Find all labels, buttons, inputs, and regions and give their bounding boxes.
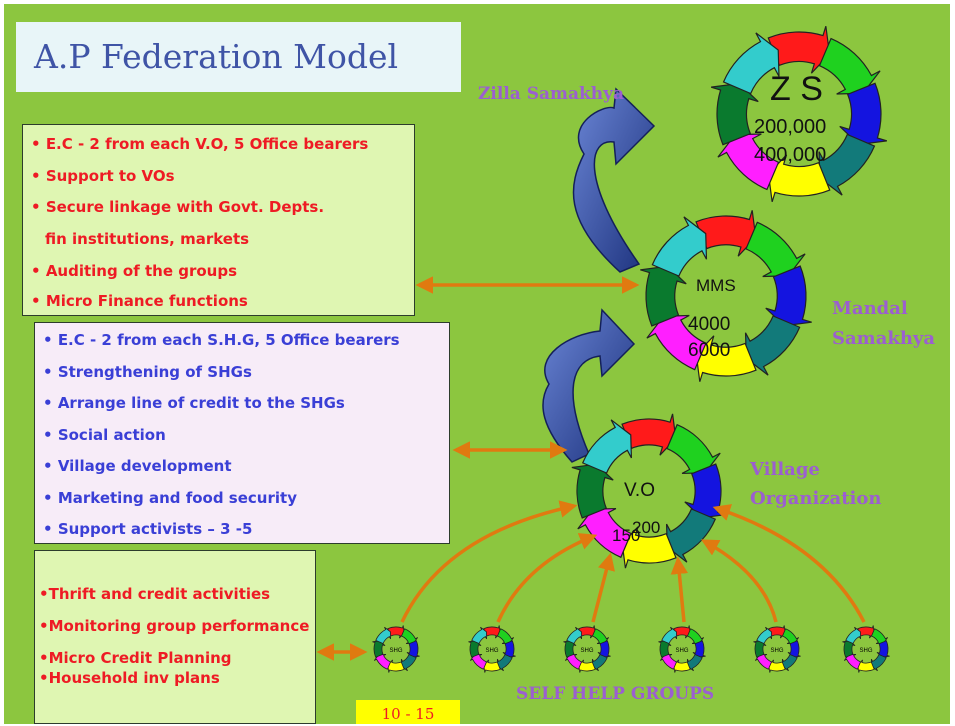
ring-segment bbox=[722, 32, 780, 95]
vo-ring-abbr: V.O bbox=[624, 480, 655, 501]
shg-ring-icon bbox=[658, 625, 706, 673]
zs-ring-icon bbox=[710, 25, 888, 203]
mms-count-2: 6000 bbox=[688, 340, 731, 361]
shg-to-vo-arrow bbox=[496, 533, 598, 623]
zs-functions-panel: • E.C - 2 from each V.O, 5 Office bearer… bbox=[22, 124, 415, 316]
shg-to-vo-arrow bbox=[670, 556, 689, 623]
list-item: • Secure linkage with Govt. Depts. bbox=[31, 198, 325, 216]
list-item: fin institutions, markets bbox=[45, 230, 250, 248]
shg-to-vo-arrow bbox=[591, 552, 615, 623]
village-organization-label-line1: Village bbox=[750, 459, 820, 480]
shg-ring-abbr: SHG bbox=[580, 648, 593, 654]
shg-ring-icon bbox=[842, 625, 890, 673]
list-item: • E.C - 2 from each V.O, 5 Office bearer… bbox=[31, 135, 369, 153]
village-organization-label-line2: Organization bbox=[750, 488, 882, 509]
list-item: •Micro Credit Planning bbox=[39, 649, 232, 667]
ring-segment bbox=[756, 626, 773, 645]
page-title: A.P Federation Model bbox=[16, 22, 461, 92]
vo-ring-icon bbox=[571, 413, 727, 569]
list-item: •Thrift and credit activities bbox=[39, 585, 271, 603]
shg-ring-icon bbox=[468, 625, 516, 673]
list-item: • Arrange line of credit to the SHGs bbox=[43, 394, 345, 412]
ring-segment bbox=[695, 210, 757, 257]
mandal-samakhya-label-line2: Samakhya bbox=[832, 328, 936, 349]
shg-ring-abbr: SHG bbox=[675, 648, 688, 654]
ring-segment bbox=[845, 626, 862, 645]
mms-ring-abbr: MMS bbox=[696, 276, 736, 295]
zs-count-1: 200,000 bbox=[754, 116, 827, 138]
list-item: • Marketing and food security bbox=[43, 489, 297, 507]
ring-segment bbox=[744, 315, 801, 376]
list-item: • Auditing of the groups bbox=[31, 262, 238, 280]
ring-segment bbox=[651, 216, 708, 277]
zs-count-2: 400,000 bbox=[754, 144, 827, 166]
ring-segment bbox=[745, 221, 806, 278]
mandal-samakhya-label-line1: Mandal bbox=[832, 298, 908, 319]
shg-ring-abbr: SHG bbox=[389, 648, 402, 654]
ring-segment bbox=[710, 82, 759, 146]
ring-segment bbox=[839, 82, 888, 146]
ring-segment bbox=[717, 133, 780, 191]
ring-segment bbox=[471, 626, 488, 645]
shg-ring-abbr: SHG bbox=[485, 648, 498, 654]
list-item: •Monitoring group performance bbox=[39, 617, 310, 635]
shg-ring-abbr: SHG bbox=[859, 648, 872, 654]
shg-functions-panel: •Thrift and credit activities •Monitorin… bbox=[34, 550, 316, 724]
self-help-groups-label: SELF HELP GROUPS bbox=[516, 684, 715, 704]
shg-to-vo-arrow bbox=[712, 504, 866, 623]
zs-ring-abbr: Z S bbox=[770, 70, 823, 108]
shg-ring-icon bbox=[563, 625, 611, 673]
mms-ring-icon bbox=[640, 210, 812, 382]
shg-member-range: 10 - 15 bbox=[356, 700, 460, 724]
ring-segment bbox=[818, 133, 876, 196]
zs-to-mms-curve-arrow bbox=[572, 87, 656, 273]
vo-count-1: 200 bbox=[632, 518, 661, 537]
shg-to-vo-arrow bbox=[700, 539, 778, 623]
ring-segment bbox=[375, 626, 392, 645]
list-item: • Micro Finance functions bbox=[31, 292, 248, 310]
list-item: • E.C - 2 from each S.H.G, 5 Office bear… bbox=[43, 331, 400, 349]
list-item: • Social action bbox=[43, 426, 166, 444]
vo-count-2: 150 bbox=[612, 526, 641, 545]
mms-to-vo-curve-arrow bbox=[542, 308, 636, 463]
ring-segment bbox=[767, 25, 831, 74]
ring-segment bbox=[661, 626, 678, 645]
ring-segment bbox=[767, 154, 831, 203]
list-item: •Household inv plans bbox=[39, 669, 220, 687]
list-item: • Support activists – 3 -5 bbox=[43, 520, 253, 538]
diagram-graphics: SHG SHG SHG SHG SHG SHG bbox=[316, 25, 890, 673]
ring-segment bbox=[566, 626, 583, 645]
shg-ring-icon bbox=[372, 625, 420, 673]
ring-segment bbox=[581, 419, 633, 474]
list-item: • Strengthening of SHGs bbox=[43, 363, 252, 381]
mms-count-1: 4000 bbox=[688, 314, 731, 335]
ring-segment bbox=[646, 314, 707, 371]
ring-segment bbox=[765, 265, 812, 327]
ring-segment bbox=[818, 37, 881, 95]
ring-segment bbox=[695, 335, 757, 382]
shg-to-vo-arrow bbox=[400, 500, 578, 623]
vo-functions-panel: • E.C - 2 from each S.H.G, 5 Office bear… bbox=[34, 322, 450, 544]
zilla-samakhya-label: Zilla Samakhya bbox=[478, 84, 625, 104]
ring-segment bbox=[640, 265, 687, 327]
list-item: • Village development bbox=[43, 457, 232, 475]
shg-ring-abbr: SHG bbox=[770, 648, 783, 654]
shg-ring-icon bbox=[753, 625, 801, 673]
list-item: • Support to VOs bbox=[31, 167, 175, 185]
